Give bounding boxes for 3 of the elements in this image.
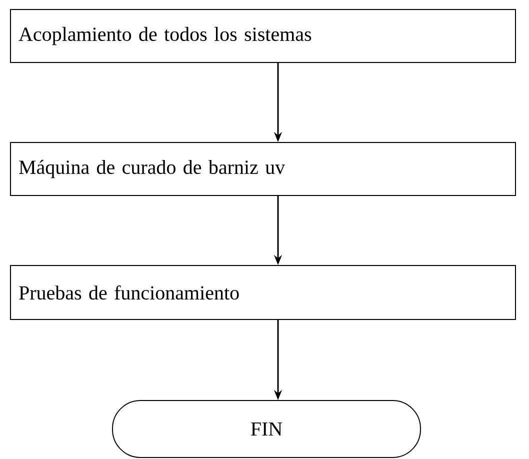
process-box: Pruebas de funcionamiento bbox=[10, 265, 516, 320]
process-box: Acoplamiento de todos los sistemas bbox=[10, 9, 516, 63]
process-box: Máquina de curado de barniz uv bbox=[10, 142, 516, 196]
